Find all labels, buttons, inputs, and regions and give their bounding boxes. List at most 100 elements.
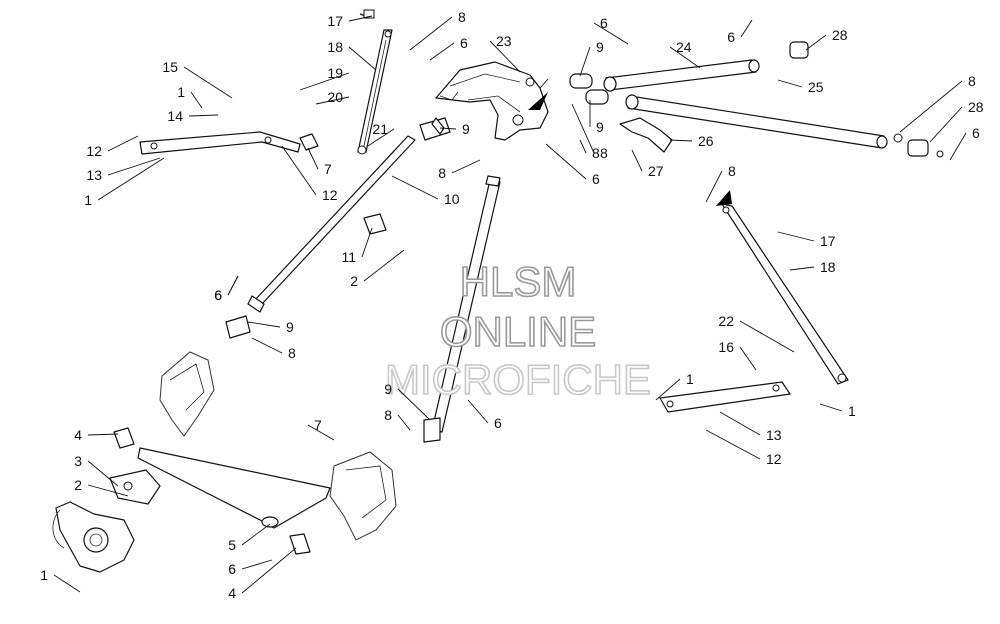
callout-23: 23 [489,33,521,73]
callout-8: 8 [251,337,296,361]
cap-28-top [789,41,809,59]
callout-6: 6 [593,15,629,45]
leader-line [719,411,761,436]
callout-2: 2 [350,249,405,289]
callout-14: 14 [167,108,219,124]
callout-25: 25 [777,79,824,95]
leader-line [739,346,757,371]
callout-label: 1 [40,567,48,583]
rod-25 [625,94,888,149]
leader-line [740,19,753,38]
callout-label: 25 [808,79,824,95]
leader-line [397,388,431,421]
callout-8: 8 [571,103,608,161]
callout-24: 24 [669,39,701,69]
callout-9: 9 [247,319,294,335]
callout-1: 1 [40,567,81,593]
callout-label: 8 [384,407,392,423]
callout-label: 27 [648,163,664,179]
leader-line [429,42,455,61]
callout-12: 12 [705,429,782,467]
leader-line [391,175,439,200]
leader-line [593,22,629,45]
callout-5: 5 [228,523,271,553]
leader-line [247,321,281,328]
callout-6: 6 [727,19,753,45]
callout-17: 17 [327,13,373,29]
leader-line [315,96,350,105]
leader-line [545,143,587,180]
callout-label: 13 [766,427,782,443]
callout-6: 6 [228,559,273,577]
knuckle-center [329,451,397,541]
clip-4-top [113,427,135,449]
bar-5 [137,447,331,529]
callout-28: 28 [805,27,848,51]
callout-8: 8 [438,159,481,181]
callout-3: 3 [74,453,119,487]
leader-line [669,46,701,69]
callout-label: 18 [820,259,836,275]
callout-label: 6 [214,287,222,303]
leader-line [190,91,203,109]
callout-1: 1 [177,84,203,109]
callout-label: 8 [458,9,466,25]
leader-line [241,523,271,546]
tube-10-left [247,135,416,313]
leader-line [739,320,795,353]
callout-9: 9 [579,39,604,77]
callout-1: 1 [655,371,694,401]
leader-line [777,79,803,88]
callout-11: 11 [341,227,373,265]
leader-line [107,157,161,176]
callout-4: 4 [74,427,119,443]
leader-line [188,114,219,117]
callout-label: 6 [494,415,502,431]
callout-7: 7 [307,147,332,177]
callout-6: 6 [467,399,502,431]
callout-label: 2 [74,477,82,493]
watermark-line-1: HLSM [460,258,577,305]
callout-label: 9 [462,121,470,137]
callout-9: 9 [589,100,604,135]
callout-label: 8 [592,145,600,161]
bar-13-right [659,381,791,413]
leader-line [467,399,489,424]
callout-label: 9 [286,319,294,335]
leader-line [348,15,373,22]
leader-line [87,484,129,497]
leader-line [789,266,815,271]
callout-label: 6 [214,287,222,303]
callout-label: 8 [438,165,446,181]
leader-line [183,66,233,99]
bracket-3 [109,469,161,505]
callout-label: 6 [460,35,468,51]
callout-label: 3 [74,453,82,469]
leader-line [241,547,297,594]
callout-18: 18 [789,259,836,275]
clamp-9-upper [419,117,451,141]
bolt-17-upper [359,9,375,19]
strut-18-right [716,190,849,385]
leader-line [307,147,319,170]
strut-18-upper [357,29,393,155]
callout-6: 6 [949,125,980,161]
callout-label: 23 [496,33,512,49]
callout-label: 1 [177,84,185,100]
callout-8: 8 [384,407,411,431]
leader-line [367,128,395,147]
bushing-9-a [569,73,593,89]
bracket-26 [619,117,673,153]
leader-line [307,424,335,441]
leader-line [241,559,273,570]
callout-label: 2 [350,273,358,289]
callout-label: 6 [600,15,608,31]
callout-label: 5 [228,537,236,553]
leader-line [819,403,843,412]
callout-label: 19 [327,65,343,81]
callout-8: 8 [409,9,466,51]
clamp-11 [363,213,387,235]
